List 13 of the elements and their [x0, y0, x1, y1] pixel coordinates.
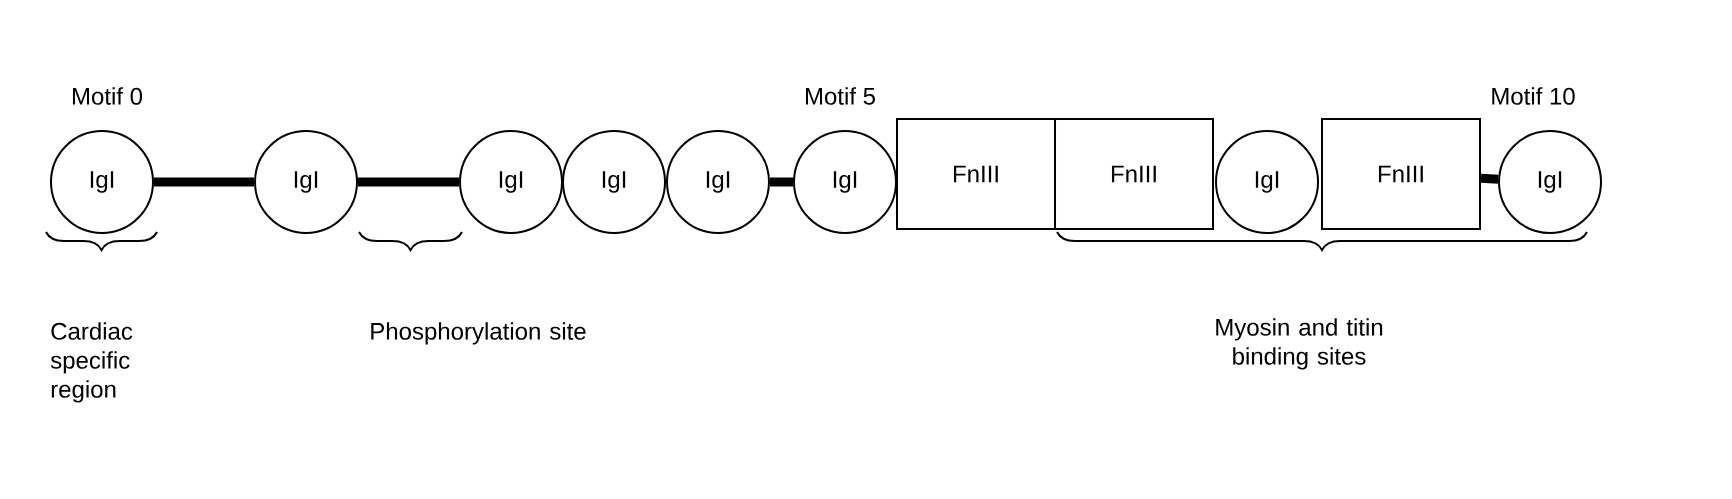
domain-box: FnIII: [1054, 118, 1214, 230]
region-label: Cardiac specific region: [50, 322, 133, 403]
region-label: Myosin and titin binding sites: [1216, 318, 1383, 370]
linker-line: [154, 177, 254, 187]
motif-label: Motif 5: [805, 87, 875, 105]
domain-box: FnIII: [896, 118, 1056, 230]
linker-line: [358, 177, 459, 187]
motif-label: Motif 0: [72, 87, 143, 105]
domain-box: FnIII: [1321, 118, 1481, 230]
linker-line: [1480, 173, 1499, 184]
region-label: Phosphorylation site: [371, 322, 586, 345]
linker-line: [770, 177, 793, 187]
motif-label: Motif 10: [1492, 87, 1575, 105]
